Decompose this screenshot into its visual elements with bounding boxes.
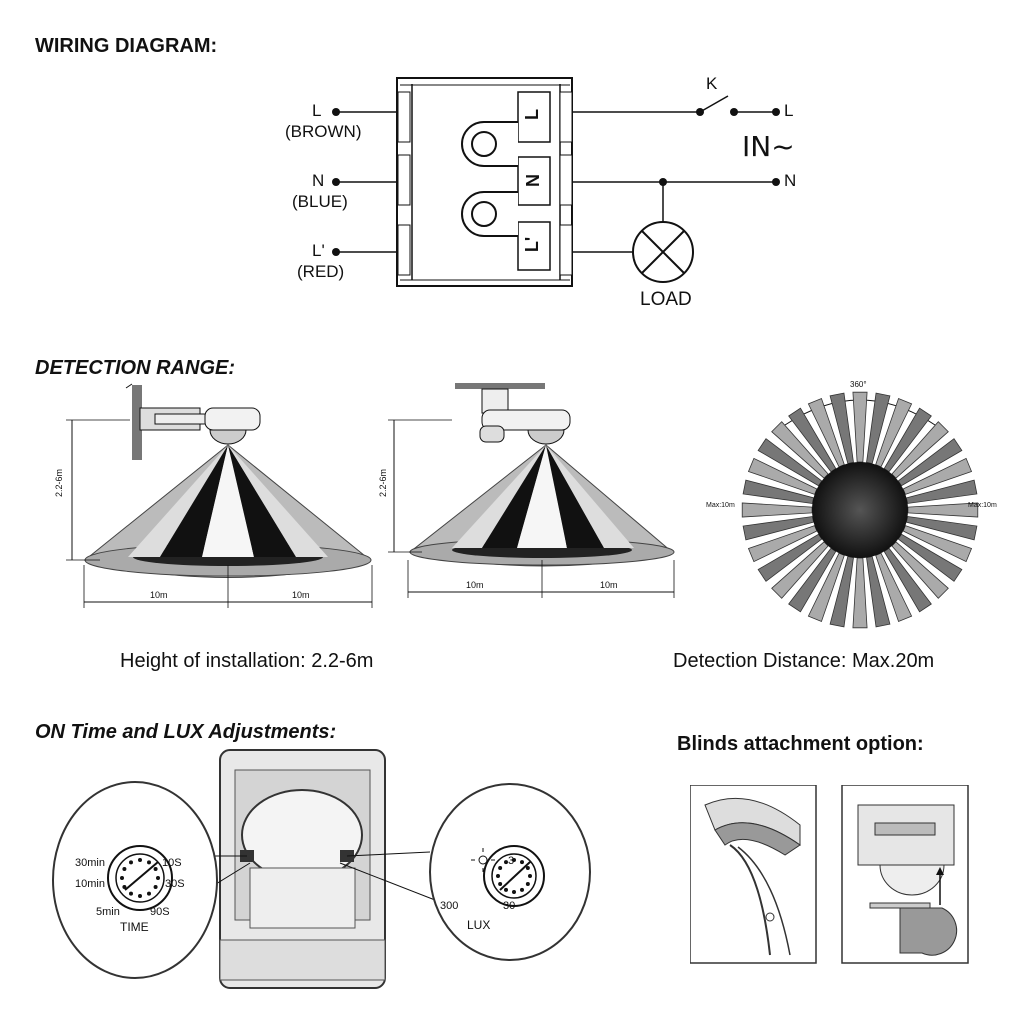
dial-tick <box>147 860 151 865</box>
dial-tick <box>122 885 127 889</box>
ceiling-right-distance: 10m <box>600 580 618 590</box>
dial-tick <box>528 874 532 878</box>
detection-ray <box>852 557 868 629</box>
wiring-diagram <box>332 77 780 287</box>
wall-mount-cone-diagram <box>66 383 373 608</box>
load-label: LOAD <box>640 289 692 310</box>
block-terminal-L: L <box>522 109 542 120</box>
switch-label: K <box>706 74 718 93</box>
detection-heading: DETECTION RANGE: <box>35 357 235 379</box>
dial-tick <box>512 858 516 862</box>
time-mark-30min: 30min <box>75 857 105 869</box>
dial-tick <box>138 894 142 898</box>
dial-tick <box>496 874 500 878</box>
left-terminal-Lp: L' <box>312 241 325 260</box>
dial-tick <box>129 891 133 896</box>
ceiling-mount-cone-diagram <box>388 383 675 598</box>
dial-tick <box>525 882 530 886</box>
dial-tick <box>147 891 151 896</box>
dial-tick <box>156 876 160 880</box>
blinds-illustration <box>690 785 969 964</box>
detection-ray <box>852 391 868 463</box>
block-terminal-Lp: L' <box>522 236 543 253</box>
wall-right-distance: 10m <box>292 590 310 600</box>
dial-tick <box>512 890 516 894</box>
wall-height-label: 2.2-6m <box>54 468 64 497</box>
right-terminal-L: L <box>784 101 794 120</box>
left-terminal-L: L <box>312 101 322 120</box>
left-terminal-L-color: (BROWN) <box>285 122 362 141</box>
time-mark-5min: 5min <box>96 906 120 918</box>
adjustment-illustration <box>52 749 591 989</box>
top-view-360-diagram <box>741 391 979 629</box>
dial-tick <box>153 885 158 889</box>
lux-label: LUX <box>467 918 491 932</box>
wiring-heading: WIRING DIAGRAM: <box>35 35 218 57</box>
block-terminal-N: N <box>523 174 543 187</box>
ceiling-height-label: 2.2-6m <box>378 468 388 497</box>
sun-icon <box>471 848 495 872</box>
adjust-heading: ON Time and LUX Adjustments: <box>35 721 337 743</box>
max-right-label: Max:10m <box>968 502 997 509</box>
max-left-label: Max:10m <box>706 502 735 509</box>
lux-mark-3: 3 <box>508 855 515 867</box>
wall-left-distance: 10m <box>150 590 168 600</box>
dial-tick <box>520 860 524 865</box>
input-label: IN~ <box>742 130 795 163</box>
blinds-heading: Blinds attachment option: <box>677 733 924 755</box>
dial-tick <box>504 887 508 892</box>
dial-tick <box>122 867 127 871</box>
time-label: TIME <box>120 920 149 934</box>
detection-ray <box>741 502 813 518</box>
dial-tick <box>129 860 133 865</box>
time-mark-10S: 10S <box>162 857 182 869</box>
dial-tick <box>498 866 503 870</box>
dial-tick <box>120 876 124 880</box>
distance-caption: Detection Distance: Max.20m <box>673 650 935 672</box>
lux-mark-30: 30 <box>503 900 516 912</box>
dial-tick <box>498 882 503 886</box>
dial-tick <box>153 867 158 871</box>
height-caption: Height of installation: 2.2-6m <box>120 650 374 672</box>
ceiling-left-distance: 10m <box>466 580 484 590</box>
right-terminal-N: N <box>784 171 797 190</box>
left-terminal-N: N <box>312 171 325 190</box>
load-lamp-icon <box>632 221 694 283</box>
left-terminal-Lp-color: (RED) <box>297 262 345 281</box>
time-mark-10min: 10min <box>75 878 105 890</box>
time-mark-90S: 90S <box>150 906 170 918</box>
lux-mark-300: 300 <box>440 900 459 912</box>
dial-tick <box>504 860 508 865</box>
time-mark-30S: 30S <box>165 878 185 890</box>
detection-rays <box>741 391 979 629</box>
dial-tick <box>525 866 530 870</box>
dial-tick <box>520 887 524 892</box>
angle-label: 360° <box>850 380 867 389</box>
dial-tick <box>138 858 142 862</box>
left-terminal-N-color: (BLUE) <box>292 192 348 211</box>
